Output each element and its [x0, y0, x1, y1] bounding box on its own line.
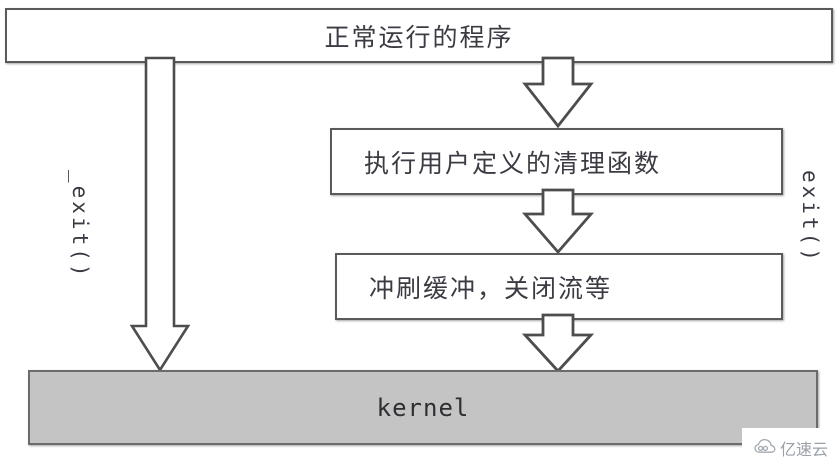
watermark: 亿速云 [742, 428, 840, 468]
box-flush-label: 冲刷缓冲，关闭流等 [369, 273, 613, 303]
box-normally-running-program: 正常运行的程序 [5, 8, 833, 63]
cloud-icon [754, 438, 776, 459]
box-kernel-label: kernel [376, 393, 470, 422]
arrow-flush-to-kernel [521, 313, 595, 375]
arrow-program-to-kernel-direct [129, 56, 191, 373]
label-underscore-exit: _exit() [68, 170, 92, 280]
box-execute-user-cleanup-functions: 执行用户定义的清理函数 [330, 128, 783, 195]
box-program-label: 正常运行的程序 [324, 22, 514, 52]
watermark-text: 亿速云 [779, 440, 828, 459]
box-kernel: kernel [28, 370, 818, 445]
arrow-cleanup-to-flush [521, 188, 595, 256]
box-cleanup-label: 执行用户定义的清理函数 [364, 148, 662, 178]
arrow-program-to-cleanup [521, 56, 595, 130]
box-flush-buffers-close-streams: 冲刷缓冲，关闭流等 [335, 253, 783, 320]
label-exit: exit() [798, 170, 822, 264]
